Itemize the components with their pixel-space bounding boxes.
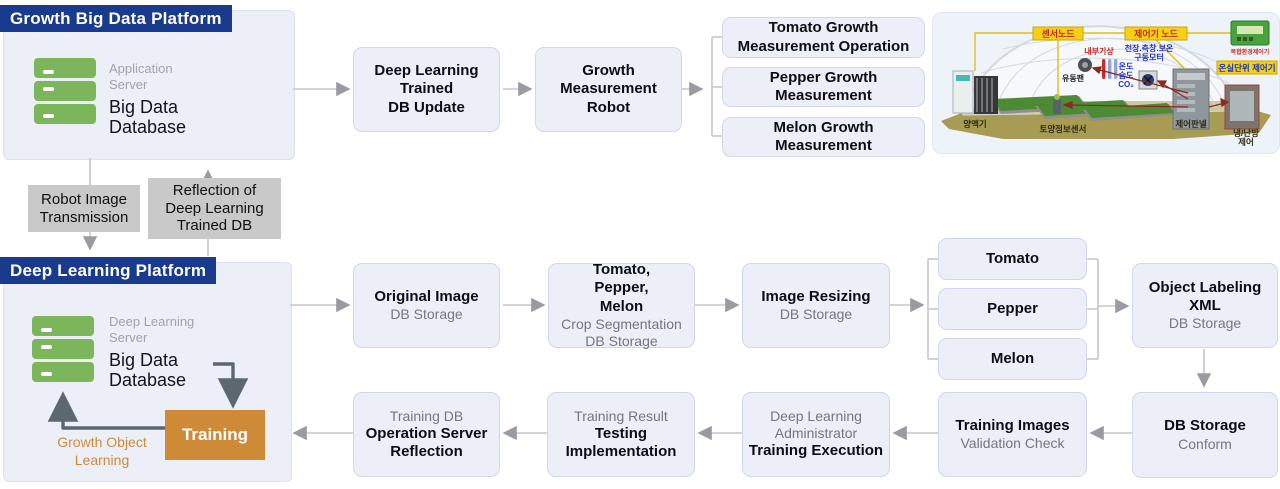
motor-label-line1: 천장.측창.보온 xyxy=(1125,43,1174,53)
box-title: Original Image xyxy=(374,287,479,305)
box-title: Pepper xyxy=(987,299,1038,317)
sensor-wires xyxy=(974,32,1231,97)
internal-weather-label: 내부기상 xyxy=(1084,46,1114,56)
box-title: Tomato xyxy=(985,249,1040,267)
hvac-unit xyxy=(1224,84,1260,130)
unit-controller-device xyxy=(1230,20,1270,46)
box-subtitle: DB Storage xyxy=(390,306,463,323)
box-title: Pepper Growth Measurement xyxy=(769,68,878,104)
nutrient-machine xyxy=(952,70,998,114)
growth-server-labels: Application Server Big Data Database xyxy=(109,61,186,138)
flow-box-image-resizing: Image Resizing DB Storage xyxy=(742,263,890,348)
flow-box-crop-segmentation: Tomato, Pepper, Melon Crop Segmentation … xyxy=(548,260,695,349)
server-role-label: Application Server xyxy=(109,61,173,93)
deep-server-labels: Deep Learning Server Big Data Database xyxy=(109,314,194,391)
growth-platform-title: Growth Big Data Platform xyxy=(10,8,222,28)
box-subtitle: Conform xyxy=(1178,435,1232,452)
box-title: Deep Learning Trained DB Update xyxy=(374,62,479,116)
box-subtitle: Validation Check xyxy=(960,435,1065,452)
motor-label-line2: 구동모터 xyxy=(1134,52,1163,62)
deep-learning-server-icon xyxy=(32,316,94,382)
box-subtitle: Deep Learning Administrator xyxy=(770,408,862,442)
measurement-box-tomato: Tomato Growth Measurement Operation xyxy=(722,17,925,58)
growth-object-learning-label: Growth Object Learning xyxy=(57,434,147,468)
growth-platform-header: Growth Big Data Platform xyxy=(0,5,232,32)
sensor-node-label: 센서노드 xyxy=(1041,28,1075,39)
temperature-label: 온도 xyxy=(1119,62,1134,71)
server-role-label: Deep Learning Server xyxy=(109,314,195,346)
control-cabinet xyxy=(1172,68,1210,130)
box-title: Training Execution xyxy=(748,442,884,460)
flow-box-operation-server-reflection: Training DB Operation Server Reflection xyxy=(353,392,500,477)
box-title: Object Labeling XML xyxy=(1148,278,1262,314)
robot-image-transmission-label: Robot Image Transmission xyxy=(28,185,140,232)
crop-box-pepper: Pepper xyxy=(938,288,1087,330)
humidity-label: 습도 xyxy=(1119,70,1134,80)
soil-sensor-icon xyxy=(1053,94,1061,114)
box-subtitle: Training Result xyxy=(574,407,668,424)
thermometer-icons xyxy=(1102,59,1118,79)
complex-controller-label: 복합환경제어기 xyxy=(1231,48,1270,56)
application-server-icon xyxy=(34,58,96,124)
flow-box-training-execution: Deep Learning Administrator Training Exe… xyxy=(742,392,890,477)
co2-label: CO₂ xyxy=(1118,80,1134,89)
unit-controller-label: 온실단위 제어기 xyxy=(1218,63,1275,73)
box-subtitle: Training DB xyxy=(389,407,464,424)
box-title: Training Images xyxy=(955,416,1070,434)
crop-box-melon: Melon xyxy=(938,338,1087,380)
box-title: Operation Server Reflection xyxy=(365,424,488,461)
measurement-box-melon: Melon Growth Measurement xyxy=(722,117,925,157)
box-title: DB Storage xyxy=(1164,417,1246,435)
reflection-trained-db-label: Reflection of Deep Learning Trained DB xyxy=(148,178,281,239)
flow-box-object-labeling: Object Labeling XML DB Storage xyxy=(1132,263,1278,348)
label-chips: 센서노드 제어기 노드 온실단위 제어기 xyxy=(1032,26,1278,75)
flow-box-db-update: Deep Learning Trained DB Update xyxy=(353,47,500,132)
nutrient-label: 양액기 xyxy=(963,119,986,129)
measurement-box-pepper: Pepper Growth Measurement xyxy=(722,67,925,107)
box-title: Image Resizing xyxy=(761,287,871,305)
server-name-label: Big Data Database xyxy=(109,349,187,391)
server-name-label: Big Data Database xyxy=(109,96,187,138)
box-title: Tomato, Pepper, Melon xyxy=(592,260,651,315)
box-title: Melon Growth Measurement xyxy=(773,118,874,154)
fan-icon xyxy=(1078,58,1092,72)
greenhouse-image: 센서노드 제어기 노드 온실단위 제어기 복합환경제어기 내부기상 천장.측창.… xyxy=(932,12,1280,154)
box-subtitle: DB Storage xyxy=(1168,315,1242,332)
box-title: Melon xyxy=(990,349,1035,367)
box-title: Testing Implementation xyxy=(565,424,677,461)
box-subtitle: DB Storage xyxy=(779,306,853,323)
box-title: Growth Measurement Robot xyxy=(560,62,657,116)
controller-node-label: 제어기 노드 xyxy=(1134,28,1179,39)
hvac-label-line1: 냉/난방 xyxy=(1233,128,1259,138)
soil-sensor-label: 토양정보센서 xyxy=(1040,124,1087,134)
deep-platform-title: Deep Learning Platform xyxy=(10,260,207,280)
hvac-label-line2: 제어 xyxy=(1238,137,1254,147)
flow-box-db-storage-conform: DB Storage Conform xyxy=(1132,392,1278,478)
training-box: Training xyxy=(165,410,265,460)
control-panel-label: 제어판넬 xyxy=(1175,119,1206,129)
motor-icon xyxy=(1138,70,1158,90)
flow-box-testing-implementation: Training Result Testing Implementation xyxy=(547,392,695,477)
box-subtitle: Crop Segmentation DB Storage xyxy=(561,315,682,349)
growth-platform-panel: Application Server Big Data Database xyxy=(3,10,295,160)
flow-box-growth-measurement-robot: Growth Measurement Robot xyxy=(535,47,682,132)
flow-box-validation-check: Training Images Validation Check xyxy=(938,392,1087,477)
flow-box-original-image: Original Image DB Storage xyxy=(353,263,500,348)
crop-beds xyxy=(991,95,1177,121)
crop-box-tomato: Tomato xyxy=(938,238,1087,280)
deep-platform-header: Deep Learning Platform xyxy=(0,257,216,284)
greenhouse-illustration: 센서노드 제어기 노드 온실단위 제어기 복합환경제어기 내부기상 천장.측창.… xyxy=(941,20,1278,147)
fan-label: 유동팬 xyxy=(1062,73,1084,83)
control-arrows xyxy=(1062,66,1230,109)
box-title: Tomato Growth Measurement Operation xyxy=(737,19,910,55)
